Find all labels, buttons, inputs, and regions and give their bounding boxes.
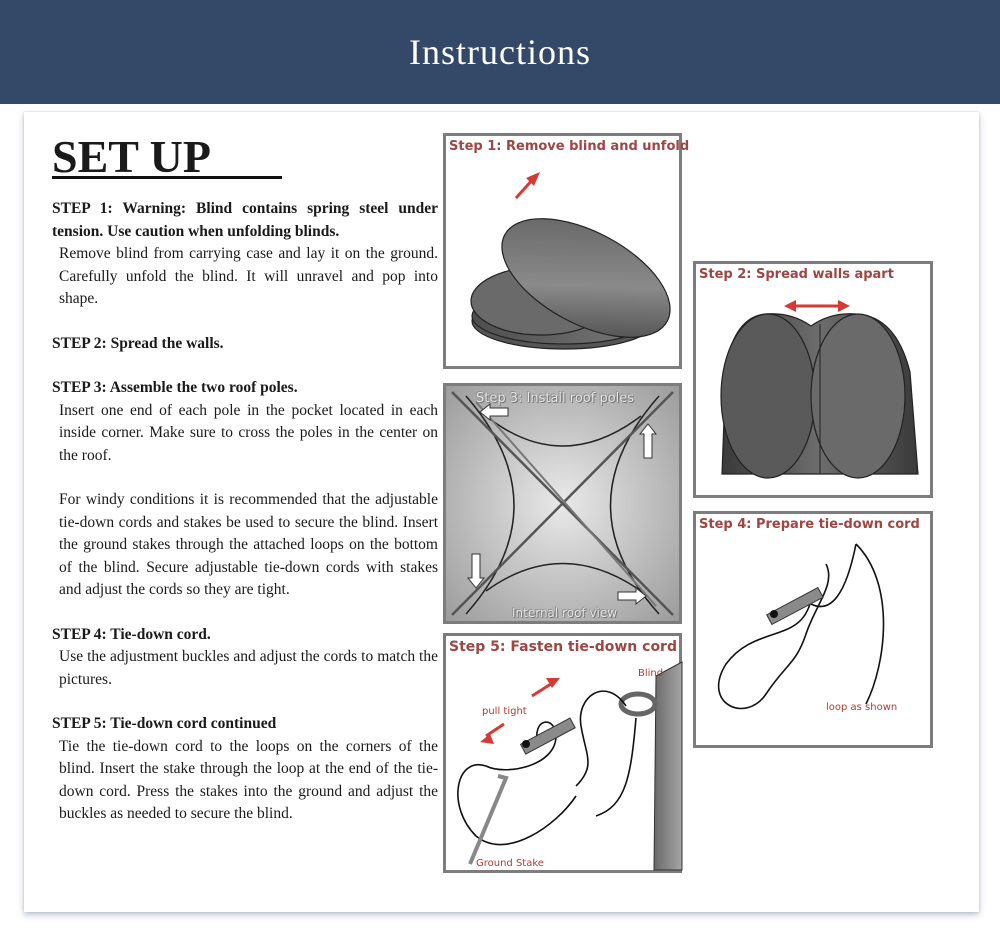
step3-body: Insert one end of each pole in the pocke… [59, 401, 438, 464]
pull-tight-label: pull tight [482, 706, 527, 717]
ground-stake-label: Ground Stake [476, 858, 544, 869]
blind-label: Blind [638, 668, 664, 679]
step4-body: Use the adjustment buckles and adjust th… [59, 648, 438, 688]
figure-step2-title: Step 2: Spread walls apart [699, 267, 894, 282]
step2-heading: STEP 2: Spread the walls. [52, 334, 224, 352]
figure-step5-title: Step 5: Fasten tie-down cord [449, 639, 677, 655]
figure-step5: Step 5: Fasten tie-down cord Blind pull … [443, 633, 683, 873]
figure-step4: Step 4: Prepare tie-down cord loop as sh… [693, 511, 933, 748]
instructions-text: STEP 1: Warning: Blind contains spring s… [52, 198, 438, 826]
figure-step1-title: Step 1: Remove blind and unfold [449, 139, 690, 154]
step5-heading: STEP 5: Tie-down cord continued [52, 715, 277, 732]
roof-poles-illustration [446, 386, 679, 621]
folded-blind-illustration [470, 172, 671, 350]
header-bar: Instructions [0, 0, 1000, 104]
setup-heading: SET UP [52, 131, 211, 182]
figure-step3: Step 3: Install roof poles Internal roof… [443, 383, 682, 624]
setup-underline [52, 176, 282, 179]
loop-as-shown-label: loop as shown [826, 702, 898, 713]
windy-conditions-text: For windy conditions it is recommended t… [59, 491, 438, 598]
figure-step4-title: Step 4: Prepare tie-down cord [699, 517, 920, 532]
figure-step3-title: Step 3: Install roof poles [476, 391, 635, 406]
spread-walls-illustration [720, 300, 919, 479]
figure-step2: Step 2: Spread walls apart [693, 261, 933, 498]
step3-heading: STEP 3: Assemble the two roof poles. [52, 379, 298, 396]
step4-heading: STEP 4: Tie-down cord. [52, 625, 211, 643]
step5-body: Tie the tie-down cord to the loops on th… [59, 737, 438, 823]
figure-step1: Step 1: Remove blind and unfold [443, 133, 689, 369]
step1-body: Remove blind from carrying case and lay … [59, 245, 438, 307]
tie-down-cord-illustration [718, 543, 885, 710]
fasten-cord-illustration [457, 661, 683, 871]
step1-heading: STEP 1: Warning: Blind contains spring s… [52, 200, 438, 240]
internal-roof-view-caption: Internal roof view [512, 606, 618, 620]
page-title: Instructions [409, 32, 591, 72]
